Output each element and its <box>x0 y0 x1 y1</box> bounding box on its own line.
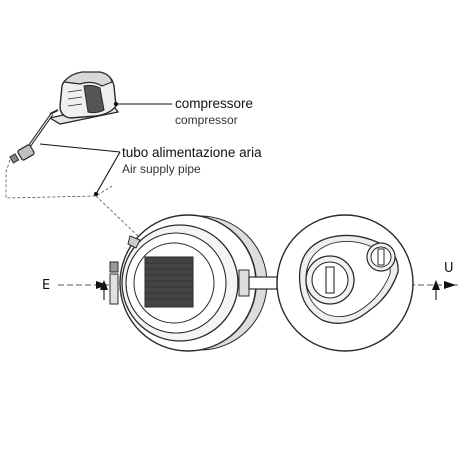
pipe-connector-icon <box>9 144 35 164</box>
pipe-route-dashed <box>5 159 141 239</box>
label-pipe-it: tubo alimentazione aria <box>122 145 262 160</box>
solar-panel-icon <box>144 256 194 308</box>
air-supply-pipe <box>26 113 54 149</box>
compressor-icon <box>48 71 120 125</box>
leader-lines <box>39 101 172 197</box>
inlet-marker: E <box>42 278 110 300</box>
dome-connector <box>238 269 250 297</box>
flow-arrow-icon <box>444 281 456 289</box>
label-pipe-en: Air supply pipe <box>122 162 201 176</box>
label-compressor-it: compressore <box>175 96 253 111</box>
right-dome <box>276 214 414 352</box>
label-compressor-en: compressor <box>175 113 238 127</box>
outlet-label: U <box>444 261 454 276</box>
connecting-pipe <box>248 276 278 290</box>
inlet-label: E <box>42 278 50 293</box>
